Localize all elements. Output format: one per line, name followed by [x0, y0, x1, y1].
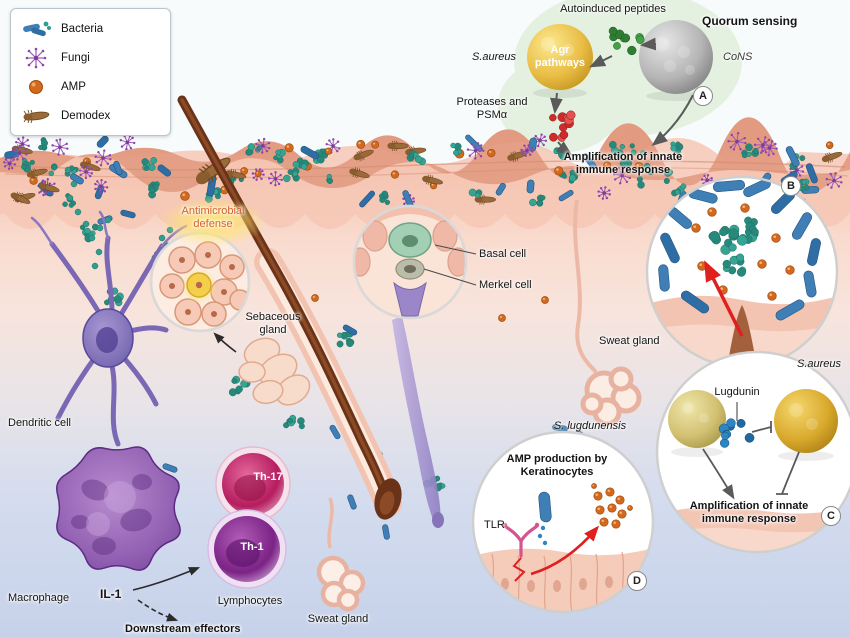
panel-d: [471, 430, 655, 614]
sweat-gland-upper-label: Sweat gland: [599, 335, 660, 347]
panel-b-badge: B: [781, 176, 801, 196]
sebaceous-gland-label: Sebaceous gland: [245, 311, 301, 336]
panel-c-badge: C: [821, 506, 841, 526]
fungi-icon: [19, 47, 53, 69]
lugdunin-label: Lugdunin: [714, 386, 760, 398]
tlr-label: TLR: [484, 519, 505, 531]
signaling-zigzag: [512, 557, 526, 582]
merkel-inset: [352, 204, 468, 320]
lymphocytes-art: [207, 446, 291, 589]
merkel-cell-label: Merkel cell: [479, 279, 532, 291]
antimicrobial-defense-label: Antimicrobial defense: [181, 205, 245, 230]
amplification-a-label: Amplification of innate immune response: [563, 151, 683, 176]
leader-lines: [423, 244, 738, 421]
protease-psm-dots: [549, 110, 576, 142]
th1-label: Th-1: [240, 541, 264, 553]
agr-sphere: [527, 24, 593, 90]
legend-item-bacteria: Bacteria: [19, 14, 162, 43]
cons-label: CoNS: [723, 51, 753, 63]
quorum-sensing-label: Quorum sensing: [702, 14, 798, 28]
s-aureus-c-label: S.aureus: [797, 358, 842, 370]
il1-label: IL-1: [100, 587, 122, 601]
th17-label: Th-17: [253, 471, 283, 483]
amp-icon: [19, 76, 53, 98]
s-aureus-a-label: S.aureus: [471, 51, 517, 63]
sebaceous-inset: [149, 231, 251, 333]
aureus-sphere: [774, 389, 838, 453]
sweat-gland-upper-art: [573, 199, 642, 427]
bacteria-icon: [19, 18, 53, 40]
dendritic-cell-art: [30, 210, 188, 447]
amp-production-label: AMP production by Keratinocytes: [506, 453, 608, 478]
scene-arrows: [132, 332, 237, 622]
agr-pathways-label: Agr pathways: [534, 44, 586, 69]
legend-item-fungi: Fungi: [19, 43, 162, 72]
macrophage-art: [56, 446, 181, 571]
lugdunin-dots: [718, 418, 755, 448]
sweat-gland-lower-art: [316, 497, 366, 612]
demodex-icon: [19, 105, 53, 127]
sebaceous-gland-art: [238, 337, 311, 406]
antimicrobial-glow: [159, 197, 267, 247]
autoinduced-peptides-label: Autoinduced peptides: [560, 3, 666, 15]
panel-d-badge: D: [627, 571, 647, 591]
touch-duct: [392, 316, 441, 522]
legend-item-amp: AMP: [19, 72, 162, 101]
macrophage-label: Macrophage: [8, 592, 70, 604]
legend-label: Fungi: [61, 51, 90, 64]
legend-item-demodex: Demodex: [19, 101, 162, 130]
tlr-receptor: [503, 524, 539, 558]
lugdunensis-sphere: [668, 390, 726, 448]
s-lugdunensis-label: S. lugdunensis: [553, 420, 627, 432]
lymphocytes-label: Lymphocytes: [217, 595, 283, 607]
legend-label: Bacteria: [61, 22, 104, 35]
legend-label: Demodex: [61, 109, 111, 122]
panel-a-art: [527, 20, 713, 156]
basal-cell-label: Basal cell: [479, 248, 527, 260]
downstream-effectors-label: Downstream effectors: [125, 623, 241, 635]
cons-sphere: [639, 20, 713, 94]
legend-label: AMP: [61, 80, 86, 93]
proteases-psma-label: Proteases and PSMα: [456, 96, 528, 121]
sweat-gland-lower-label: Sweat gland: [307, 613, 369, 625]
amplification-c-label: Amplification of innate immune response: [689, 500, 809, 525]
amp-release-arrow: [530, 525, 600, 576]
legend: Bacteria Fungi AMP: [10, 8, 171, 136]
penetration-arrow: [704, 260, 744, 337]
panel-a-badge: A: [693, 86, 713, 106]
dendritic-cell-label: Dendritic cell: [8, 417, 71, 429]
hair-follicle: [177, 95, 402, 520]
